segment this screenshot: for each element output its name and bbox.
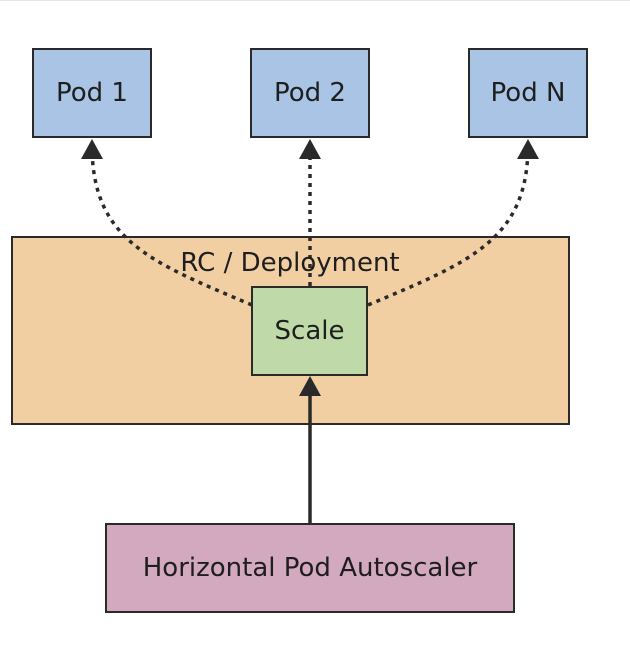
pod-2-box: Pod 2 <box>250 48 370 138</box>
pod-1-box: Pod 1 <box>32 48 152 138</box>
autoscaler-box: Horizontal Pod Autoscaler <box>105 523 515 613</box>
arrowhead-pod-2 <box>299 139 321 159</box>
edge-scale-to-pod-1 <box>90 144 253 307</box>
pod-n-label: Pod N <box>490 78 566 108</box>
pod-2-label: Pod 2 <box>274 78 346 108</box>
arrowhead-pod-1 <box>81 139 103 159</box>
autoscaler-label: Horizontal Pod Autoscaler <box>142 553 478 583</box>
pod-1-label: Pod 1 <box>56 78 128 108</box>
arrowhead-pod-n <box>517 139 539 159</box>
pod-n-box: Pod N <box>468 48 588 138</box>
arrowhead-scale <box>299 376 321 396</box>
top-divider <box>0 0 630 1</box>
scale-box: Scale <box>251 286 368 376</box>
scale-label: Scale <box>274 316 345 346</box>
edge-scale-to-pod-n <box>367 144 530 307</box>
rc-deployment-label: RC / Deployment <box>180 248 400 278</box>
